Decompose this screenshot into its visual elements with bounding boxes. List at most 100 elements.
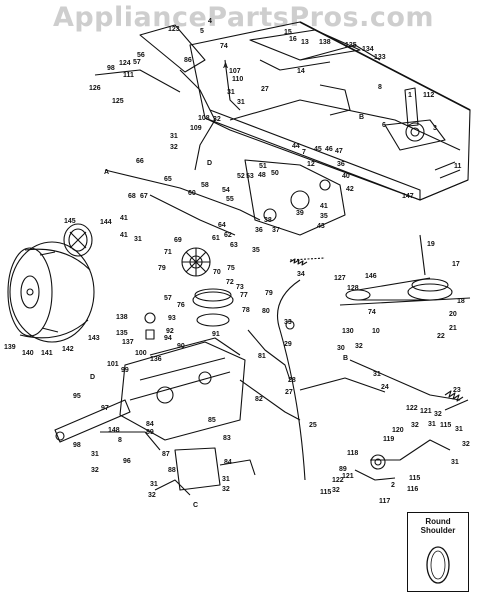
callout-82: 82 <box>255 396 263 403</box>
callout-32-a: 32 <box>213 116 221 123</box>
callout-2: 2 <box>391 482 395 489</box>
callout-32-c: 32 <box>332 487 340 494</box>
callout-95: 95 <box>73 393 81 400</box>
callout-8: 8 <box>378 84 382 91</box>
callout-57-b: 57 <box>164 295 172 302</box>
frame-assembly <box>189 21 471 201</box>
transmission <box>54 337 246 496</box>
callout-90: 90 <box>177 343 185 350</box>
callout-81: 81 <box>258 353 266 360</box>
callout-122: 122 <box>406 405 418 412</box>
callout-99: 99 <box>121 367 129 374</box>
callout-35-mid: 35 <box>252 247 260 254</box>
callout-45: 45 <box>314 146 322 153</box>
callout-77: 77 <box>240 292 248 299</box>
callout-32-lower: 32 <box>91 467 99 474</box>
callout-13: 13 <box>301 39 309 46</box>
callout-32-far: 32 <box>434 411 442 418</box>
callout-41: 41 <box>320 203 328 210</box>
callout-30: 30 <box>337 345 345 352</box>
callout-134: 134 <box>362 46 374 53</box>
callout-31-left: 31 <box>134 236 142 243</box>
callout-29: 29 <box>284 341 292 348</box>
callout-48: 48 <box>258 172 266 179</box>
callout-101: 101 <box>107 361 119 368</box>
callout-43: 43 <box>317 223 325 230</box>
callouts: 4 123 5 74 56 57 124 98 111 126 125 86 1… <box>4 18 470 509</box>
callout-98: 98 <box>107 65 115 72</box>
callout-4: 4 <box>208 18 212 25</box>
callout-31-b: 31 <box>237 99 245 106</box>
callout-32-b: 32 <box>170 144 178 151</box>
callout-5: 5 <box>200 28 204 35</box>
inset-title: Round Shoulder <box>408 517 468 535</box>
callout-136: 136 <box>150 356 162 363</box>
callout-66: 66 <box>136 158 144 165</box>
callout-23: 23 <box>453 387 461 394</box>
callout-87: 87 <box>162 451 170 458</box>
callout-89: 89 <box>146 429 154 436</box>
callout-D-lower: D <box>90 374 95 381</box>
callout-146: 146 <box>365 273 377 280</box>
callout-121: 121 <box>420 408 432 415</box>
callout-61: 61 <box>212 235 220 242</box>
callout-126: 126 <box>89 85 101 92</box>
callout-139: 139 <box>4 344 16 351</box>
callout-74: 74 <box>220 43 228 50</box>
callout-41-b: 41 <box>120 232 128 239</box>
callout-14: 14 <box>297 68 305 75</box>
callout-135: 135 <box>345 42 357 49</box>
callout-32-right: 32 <box>355 343 363 350</box>
callout-116: 116 <box>407 486 418 493</box>
callout-20: 20 <box>449 311 457 318</box>
callout-69: 69 <box>174 237 182 244</box>
callout-76: 76 <box>177 302 185 309</box>
callout-31-far2: 31 <box>428 421 436 428</box>
callout-121-b: 121 <box>342 473 354 480</box>
callout-B-lower: B <box>343 355 348 362</box>
round-shoulder-inset: Round Shoulder <box>407 512 469 592</box>
callout-120: 120 <box>392 427 404 434</box>
callout-119: 119 <box>383 436 394 443</box>
callout-63: 63 <box>230 242 238 249</box>
callout-31-a: 31 <box>227 89 235 96</box>
spring-23 <box>444 390 464 402</box>
callout-8-lower: 8 <box>118 437 122 444</box>
callout-32-low3: 32 <box>148 492 156 499</box>
callout-7: 7 <box>302 149 306 156</box>
round-shoulder-icon <box>426 546 450 584</box>
callout-32-far3: 32 <box>462 441 470 448</box>
callout-11: 11 <box>454 163 462 170</box>
callout-52: 52 <box>237 173 245 180</box>
callout-31-far3: 31 <box>451 459 459 466</box>
callout-37: 37 <box>272 227 280 234</box>
callout-57: 57 <box>133 59 141 66</box>
hub-cap <box>63 223 93 257</box>
callout-31-lower: 31 <box>91 451 99 458</box>
callout-79: 79 <box>158 265 166 272</box>
callout-6: 6 <box>382 122 386 129</box>
callout-145: 145 <box>64 218 76 225</box>
callout-B-upper: B <box>359 114 364 121</box>
lower-rods <box>100 320 301 476</box>
callout-60: 60 <box>188 190 196 197</box>
callout-93: 93 <box>168 315 176 322</box>
callout-130: 130 <box>342 328 354 335</box>
callout-107: 107 <box>229 68 241 75</box>
callout-108: 108 <box>198 115 210 122</box>
callout-46: 46 <box>325 146 333 153</box>
callout-124: 124 <box>119 60 131 67</box>
belt-and-pulleys <box>276 234 471 481</box>
callout-138: 138 <box>319 39 331 46</box>
callout-89-right: 89 <box>339 466 347 473</box>
callout-58: 58 <box>201 182 209 189</box>
inset-title-line-2: Shoulder <box>420 526 456 535</box>
callout-35-right: 35 <box>320 213 328 220</box>
callout-109: 109 <box>190 125 202 132</box>
callout-115: 115 <box>440 422 451 429</box>
callout-74-right: 74 <box>368 309 376 316</box>
callout-56: 56 <box>137 52 145 59</box>
callout-98-lower: 98 <box>73 442 81 449</box>
callout-91: 91 <box>212 331 220 338</box>
